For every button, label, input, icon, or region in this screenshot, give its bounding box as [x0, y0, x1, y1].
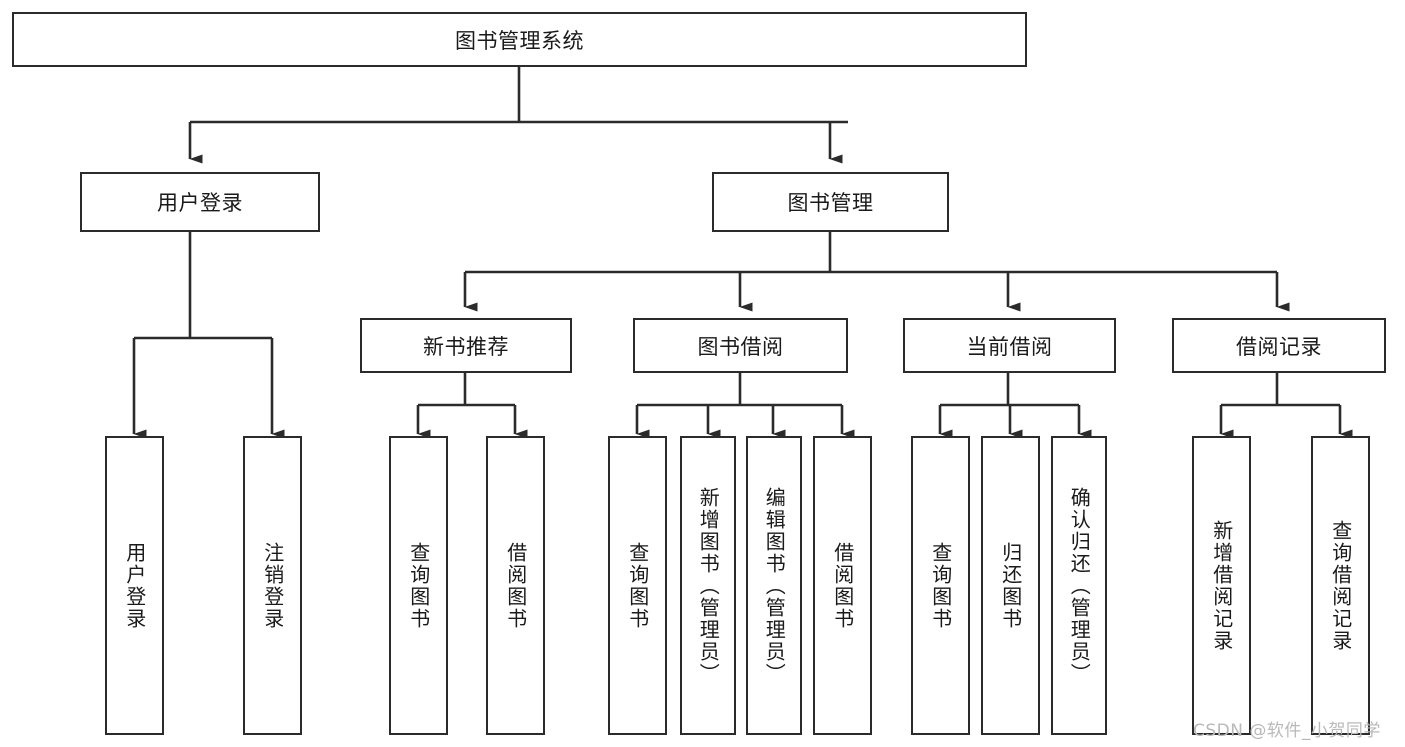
node-book-management-label: 图书管理 [787, 191, 874, 215]
node-leaf-query-book-2-label: 查询图书 [625, 541, 650, 630]
node-leaf-logout-label: 注销登录 [260, 541, 285, 630]
node-new-book-recommend-label: 新书推荐 [423, 334, 509, 359]
node-leaf-query-book-2[interactable]: 查询图书 [608, 436, 667, 735]
node-root-label: 图书管理系统 [455, 28, 584, 53]
node-leaf-logout[interactable]: 注销登录 [243, 436, 302, 735]
node-leaf-add-borrow-record[interactable]: 新增借阅记录 [1192, 436, 1251, 735]
node-leaf-add-book-admin-label: 新增图书（管理员） [696, 486, 721, 685]
node-leaf-return-book-label: 归还图书 [998, 541, 1023, 630]
node-leaf-query-book-1[interactable]: 查询图书 [389, 436, 448, 735]
node-leaf-borrow-book-1[interactable]: 借阅图书 [486, 436, 545, 735]
node-borrow-records[interactable]: 借阅记录 [1172, 318, 1386, 373]
node-current-borrow-label: 当前借阅 [966, 334, 1053, 359]
node-leaf-query-borrow-record-label: 查询借阅记录 [1328, 519, 1353, 652]
node-book-borrow-label: 图书借阅 [697, 334, 784, 359]
node-root[interactable]: 图书管理系统 [12, 12, 1027, 67]
node-current-borrow[interactable]: 当前借阅 [903, 318, 1116, 373]
node-leaf-confirm-return-admin[interactable]: 确认归还（管理员） [1051, 436, 1107, 735]
node-leaf-edit-book-admin[interactable]: 编辑图书（管理员） [746, 436, 802, 735]
node-leaf-borrow-book-2-label: 借阅图书 [830, 541, 855, 630]
node-leaf-return-book[interactable]: 归还图书 [981, 436, 1040, 735]
node-leaf-user-login[interactable]: 用户登录 [105, 436, 164, 735]
node-book-management[interactable]: 图书管理 [712, 172, 949, 232]
node-new-book-recommend[interactable]: 新书推荐 [360, 318, 572, 373]
csdn-watermark: CSDN @软件_小贺同学 [1193, 721, 1381, 741]
node-book-borrow[interactable]: 图书借阅 [633, 318, 848, 373]
node-leaf-add-borrow-record-label: 新增借阅记录 [1209, 519, 1234, 652]
node-leaf-edit-book-admin-label: 编辑图书（管理员） [762, 486, 787, 685]
node-leaf-borrow-book-1-label: 借阅图书 [503, 541, 528, 630]
node-borrow-records-label: 借阅记录 [1236, 334, 1322, 359]
node-leaf-query-book-1-label: 查询图书 [406, 541, 431, 630]
node-leaf-query-book-3[interactable]: 查询图书 [911, 436, 970, 735]
node-user-login[interactable]: 用户登录 [80, 172, 320, 232]
node-leaf-add-book-admin[interactable]: 新增图书（管理员） [680, 436, 736, 735]
node-leaf-query-borrow-record[interactable]: 查询借阅记录 [1311, 436, 1370, 735]
node-leaf-query-book-3-label: 查询图书 [928, 541, 953, 630]
node-leaf-confirm-return-admin-label: 确认归还（管理员） [1067, 486, 1092, 685]
node-user-login-label: 用户登录 [157, 191, 243, 215]
node-leaf-borrow-book-2[interactable]: 借阅图书 [813, 436, 872, 735]
node-leaf-user-login-label: 用户登录 [122, 541, 147, 630]
